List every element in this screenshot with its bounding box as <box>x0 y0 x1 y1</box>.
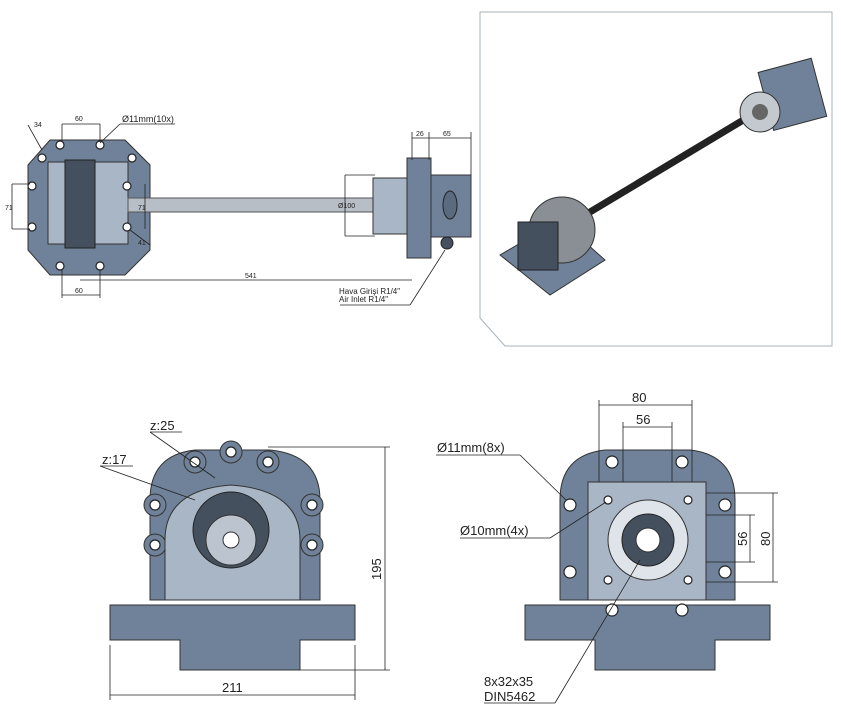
dim-71-left: 71 <box>5 205 13 212</box>
rear-view-drawing: 80 56 Ø11mm(8x) Ø10mm(4x) 56 80 8x32x35 … <box>436 390 778 704</box>
dim-60-bottom: 60 <box>75 288 83 295</box>
air-inlet-label-tr: Hava Girişi R1/4" <box>339 287 400 296</box>
dim-41: 41 <box>138 240 146 247</box>
shaft <box>127 197 374 213</box>
dim-65: 65 <box>443 131 451 138</box>
z17-label: z:17 <box>102 452 127 467</box>
dim-195: 195 <box>369 558 384 580</box>
air-inlet-fitting <box>440 236 454 250</box>
spline-spec: 8x32x35 <box>484 674 533 689</box>
dim-541: 541 <box>245 273 257 280</box>
dim-34: 34 <box>34 122 42 129</box>
air-inlet-label-en: Air Inlet R1/4" <box>339 295 388 304</box>
dim-26: 26 <box>416 131 424 138</box>
dim-100: Ø100 <box>338 203 355 210</box>
top-view-drawing: 34 60 Ø11mm(10x) 71 71 41 Ø100 541 60 26… <box>5 114 472 306</box>
gear <box>64 159 96 249</box>
mounting-holes-8x <box>563 455 732 617</box>
z25-label: z:25 <box>150 418 175 433</box>
output-flange <box>406 157 432 259</box>
render-shaft <box>558 106 762 234</box>
bearing-housing <box>372 177 408 235</box>
hole-note-10x: Ø11mm(10x) <box>122 114 174 124</box>
cylinder-body <box>430 174 472 238</box>
flange-lugs <box>143 440 324 557</box>
render-frame <box>479 11 833 347</box>
dim-71-right: 71 <box>138 205 146 212</box>
dim-80-side: 80 <box>758 532 773 546</box>
dim-56-top: 56 <box>636 412 650 427</box>
base-plate <box>109 604 356 671</box>
hole-note-8x: Ø11mm(8x) <box>437 440 505 455</box>
hole-note-4x: Ø10mm(4x) <box>460 523 529 538</box>
front-view-drawing: z:25 z:17 195 211 <box>99 418 390 700</box>
dimension-lines <box>11 123 472 306</box>
isometric-render <box>479 11 833 347</box>
dim-80-top: 80 <box>632 390 646 405</box>
dim-211: 211 <box>222 680 243 695</box>
spline-standard: DIN5462 <box>484 689 535 704</box>
dim-60-top: 60 <box>75 116 83 123</box>
dim-56-side: 56 <box>735 532 750 546</box>
